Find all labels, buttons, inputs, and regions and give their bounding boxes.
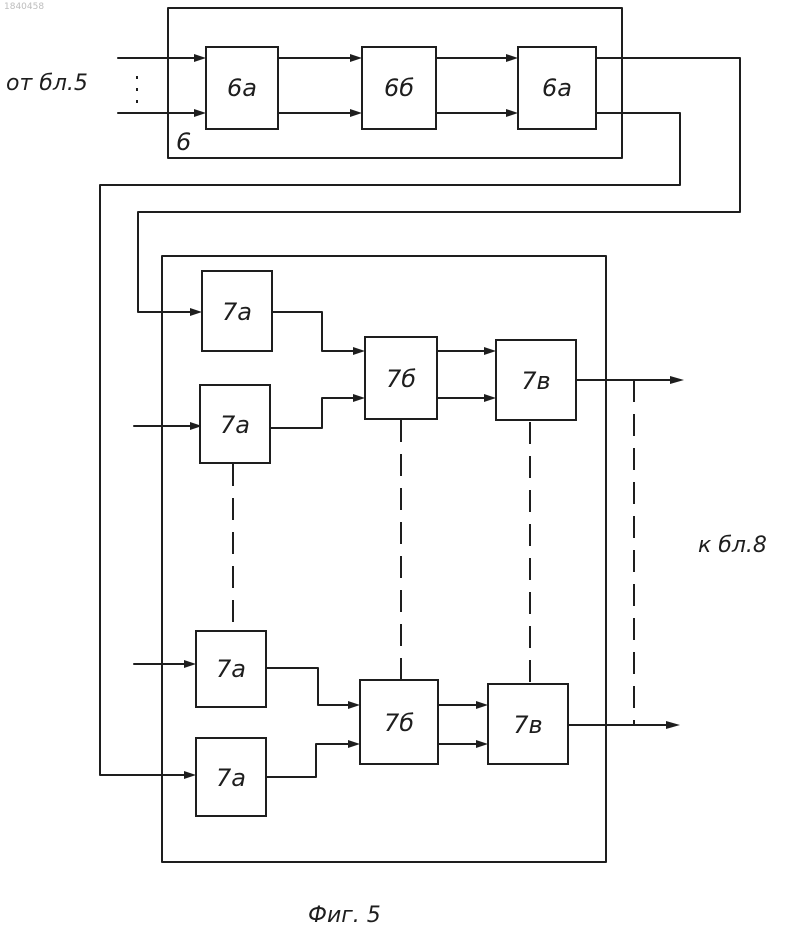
arrow xyxy=(194,54,206,62)
arrow xyxy=(476,701,488,709)
link-7a-3-to-7b-bottom xyxy=(266,668,350,705)
link-7a-2-to-7b-top xyxy=(270,398,355,428)
block-7b-top-label: 7б xyxy=(386,365,416,393)
block-7v-bottom-label: 7в xyxy=(513,711,542,739)
arrow xyxy=(484,347,496,355)
block-6b-label: 6б xyxy=(384,74,414,102)
block-7a-2-label: 7а xyxy=(220,411,250,439)
arrow xyxy=(184,771,196,779)
arrow xyxy=(506,109,518,117)
arrow xyxy=(476,740,488,748)
figure-caption: Фиг. 5 xyxy=(308,903,381,928)
arrow xyxy=(350,109,362,117)
arrow xyxy=(506,54,518,62)
arrow xyxy=(353,394,365,402)
link-7a-1-to-7b-top xyxy=(272,312,355,351)
block-7a-1-label: 7а xyxy=(222,298,252,326)
arrow xyxy=(348,740,360,748)
arrow xyxy=(350,54,362,62)
arrow xyxy=(348,701,360,709)
block-7a-3-label: 7а xyxy=(216,655,246,683)
arrow xyxy=(353,347,365,355)
arrow xyxy=(184,660,196,668)
arrow xyxy=(194,109,206,117)
arrow xyxy=(190,308,202,316)
block-6a-right-label: 6а xyxy=(542,74,572,102)
document-id: 1840458 xyxy=(4,2,44,12)
output-label: к бл.8 xyxy=(698,533,767,558)
arrow xyxy=(670,376,684,384)
block-6a-left-label: 6а xyxy=(227,74,257,102)
input-label: от бл.5 xyxy=(6,71,88,96)
block-7v-top-label: 7в xyxy=(521,367,550,395)
block-7b-bottom-label: 7б xyxy=(384,709,414,737)
unit-6-label: 6 xyxy=(176,128,191,156)
block-7a-4-label: 7а xyxy=(216,764,246,792)
link-7a-4-to-7b-bottom xyxy=(266,744,350,777)
arrow xyxy=(484,394,496,402)
arrow xyxy=(666,721,680,729)
